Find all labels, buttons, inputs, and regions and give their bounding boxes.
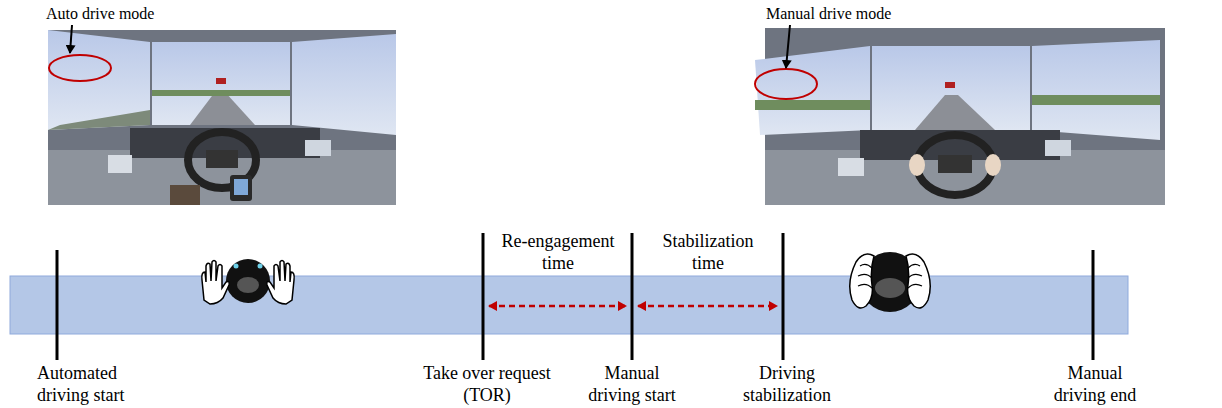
- duration-arrows: [489, 305, 777, 308]
- duration-label: Re-engagement time: [490, 230, 626, 274]
- timeline-ticks: [57, 233, 1093, 360]
- event-label: Manual driving start: [582, 362, 682, 406]
- timeline-band: [10, 276, 1128, 334]
- photo-annotation: Auto drive mode: [46, 5, 206, 23]
- event-label: Manual driving end: [1045, 362, 1145, 406]
- hands-on-icon: [850, 252, 931, 312]
- hands-off-icon: [202, 259, 294, 304]
- simulator-photo-auto: [48, 25, 396, 205]
- photo-annotation: Manual drive mode: [766, 5, 946, 23]
- event-label: Automated driving start: [37, 362, 153, 406]
- event-label: Take over request (TOR): [401, 362, 573, 406]
- simulator-photo-manual: [755, 25, 1165, 205]
- duration-label: Stabilization time: [649, 230, 767, 274]
- event-label: Driving stabilization: [726, 362, 848, 406]
